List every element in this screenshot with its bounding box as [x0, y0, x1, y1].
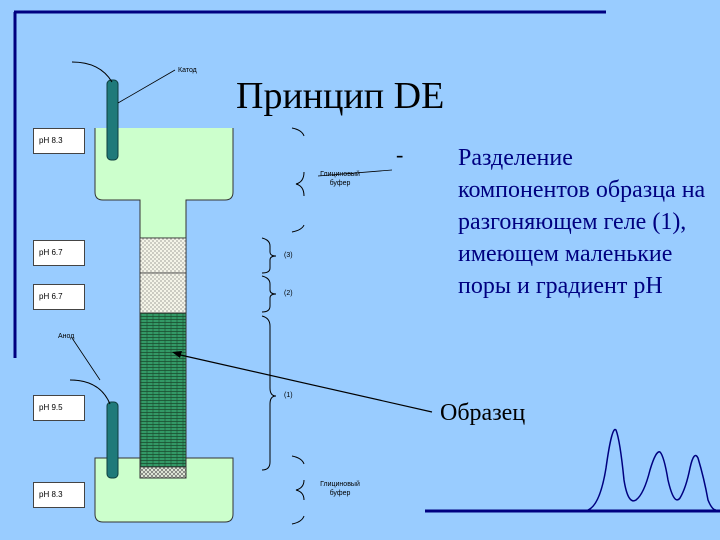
bullet-text: Разделение компонентов образца на разгон… [458, 145, 706, 299]
sample-label: Образец [440, 400, 526, 426]
buffer-top-pointer [317, 169, 393, 177]
gel-layer-1 [139, 312, 187, 468]
ph-label-upper-buffer: pH 8.3 [33, 128, 85, 154]
cathode-electrode [106, 79, 119, 161]
ph-label-gel-3: pH 6.7 [33, 240, 85, 266]
anode-label: Анод [58, 333, 75, 340]
sample-pointer-arrowhead [172, 351, 182, 358]
gel-1-label: (1) [284, 392, 293, 399]
buffer-top-brace [291, 127, 305, 233]
buffer-top-line2: буфер [329, 180, 351, 187]
gel-2-brace [261, 275, 277, 313]
cathode-label: Катод [178, 67, 197, 74]
gel-1-brace [261, 315, 277, 471]
buffer-bottom-line2: буфер [329, 490, 351, 497]
anode-leader [69, 379, 111, 405]
sample-pointer-line [175, 353, 433, 413]
buffer-top-line1: Глициновый [320, 171, 360, 178]
slide-title: Принцип DE [236, 75, 445, 117]
cathode-label-leader [117, 69, 176, 104]
buffer-top-label: Глициновый буфер [312, 170, 368, 188]
gel-layer-2 [139, 272, 187, 314]
ph-label-gel-2: pH 6.7 [33, 284, 85, 310]
gel-layer-3 [139, 237, 187, 274]
bullet-dash: - [396, 142, 404, 167]
ph-gradient-curve [587, 428, 717, 511]
gel-bottom-plug [139, 466, 187, 479]
anode-electrode [106, 401, 119, 479]
buffer-bottom-label: Глициновый буфер [312, 480, 368, 498]
gel-2-label: (2) [284, 290, 293, 297]
buffer-bottom-brace [291, 455, 305, 525]
gel-3-brace [261, 237, 277, 274]
ph-label-gel-1: pH 9.5 [33, 395, 85, 421]
gel-3-label: (3) [284, 252, 293, 259]
cathode-leader [71, 61, 113, 83]
ph-label-lower-buffer: pH 8.3 [33, 482, 85, 508]
anode-label-leader [71, 337, 101, 381]
lower-buffer-chamber [94, 457, 234, 523]
buffer-bottom-line1: Глициновый [320, 481, 360, 488]
